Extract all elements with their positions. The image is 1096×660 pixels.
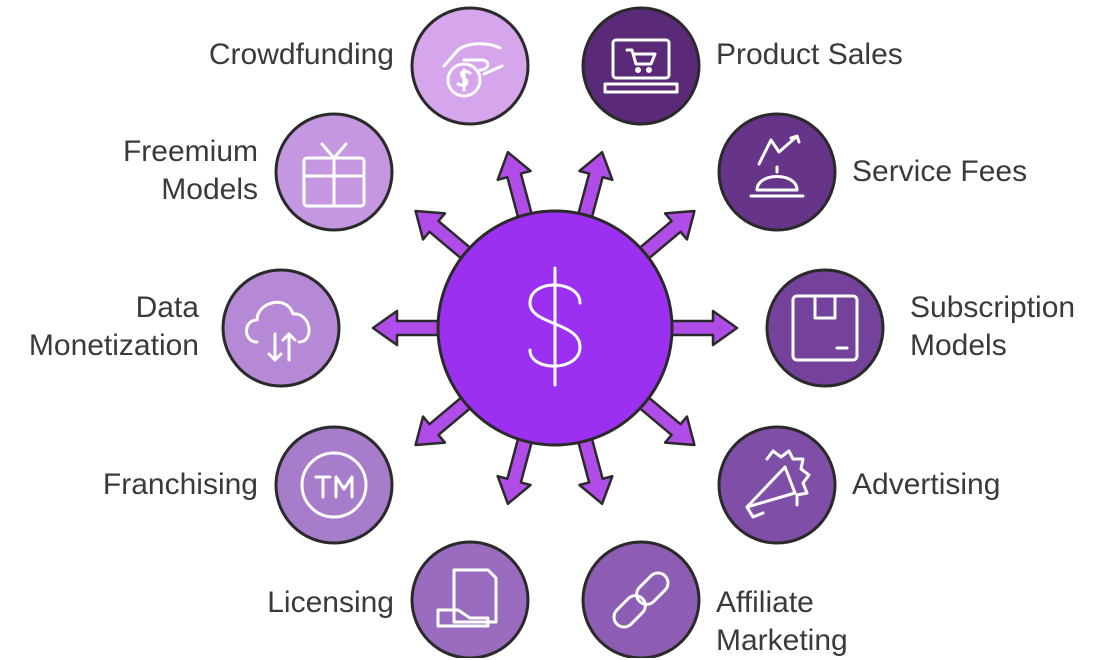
label-line: Subscription xyxy=(910,291,1076,324)
label-service-fees: Service Fees xyxy=(852,153,1027,191)
label-line: Data xyxy=(135,291,199,324)
label-advertising: Advertising xyxy=(852,466,1000,504)
label-crowdfunding: Crowdfunding xyxy=(209,36,394,74)
node-affiliate-marketing xyxy=(581,540,701,658)
box-icon xyxy=(791,294,859,362)
node-licensing xyxy=(410,540,530,658)
trademark-icon xyxy=(300,451,368,519)
label-line: Advertising xyxy=(852,468,1001,501)
cloud-sync-icon xyxy=(245,300,311,362)
label-line: Service Fees xyxy=(852,155,1028,188)
node-subscription-models xyxy=(765,268,885,388)
node-franchising xyxy=(274,425,394,545)
label-line: Franchising xyxy=(102,468,258,501)
label-licensing: Licensing xyxy=(267,584,394,622)
label-line: Product Sales xyxy=(716,38,903,71)
link-icon xyxy=(612,571,670,629)
hand-coin-icon xyxy=(442,42,504,98)
label-line: Monetization xyxy=(28,329,199,362)
node-service-fees xyxy=(717,112,837,232)
document-hand-icon xyxy=(436,568,498,628)
center-node xyxy=(436,209,674,447)
node-crowdfunding xyxy=(410,6,530,126)
gift-icon xyxy=(302,142,366,208)
nodes-group xyxy=(221,6,885,658)
dollar-sign-icon xyxy=(528,266,582,387)
label-line: Licensing xyxy=(267,586,394,619)
label-subscription-models: Subscription Models xyxy=(910,289,1075,365)
node-advertising xyxy=(717,425,837,545)
label-line: Marketing xyxy=(716,624,848,657)
label-line: Models xyxy=(910,329,1007,362)
service-bell-icon xyxy=(749,134,805,198)
label-freemium-models: Freemium Models xyxy=(123,133,258,209)
megaphone-icon xyxy=(745,449,811,519)
label-franchising: Franchising xyxy=(103,466,258,504)
node-data-monetization xyxy=(221,268,341,388)
label-line: Crowdfunding xyxy=(208,38,394,71)
label-data-monetization: Data Monetization xyxy=(29,289,199,365)
label-line: Affiliate xyxy=(716,586,814,619)
label-line: Models xyxy=(161,173,258,206)
laptop-cart-icon xyxy=(603,38,679,94)
node-freemium-models xyxy=(274,112,394,232)
label-product-sales: Product Sales xyxy=(716,36,903,74)
node-product-sales xyxy=(581,6,701,126)
label-affiliate-marketing: Affiliate Marketing xyxy=(716,584,848,660)
label-line: Freemium xyxy=(122,135,258,168)
